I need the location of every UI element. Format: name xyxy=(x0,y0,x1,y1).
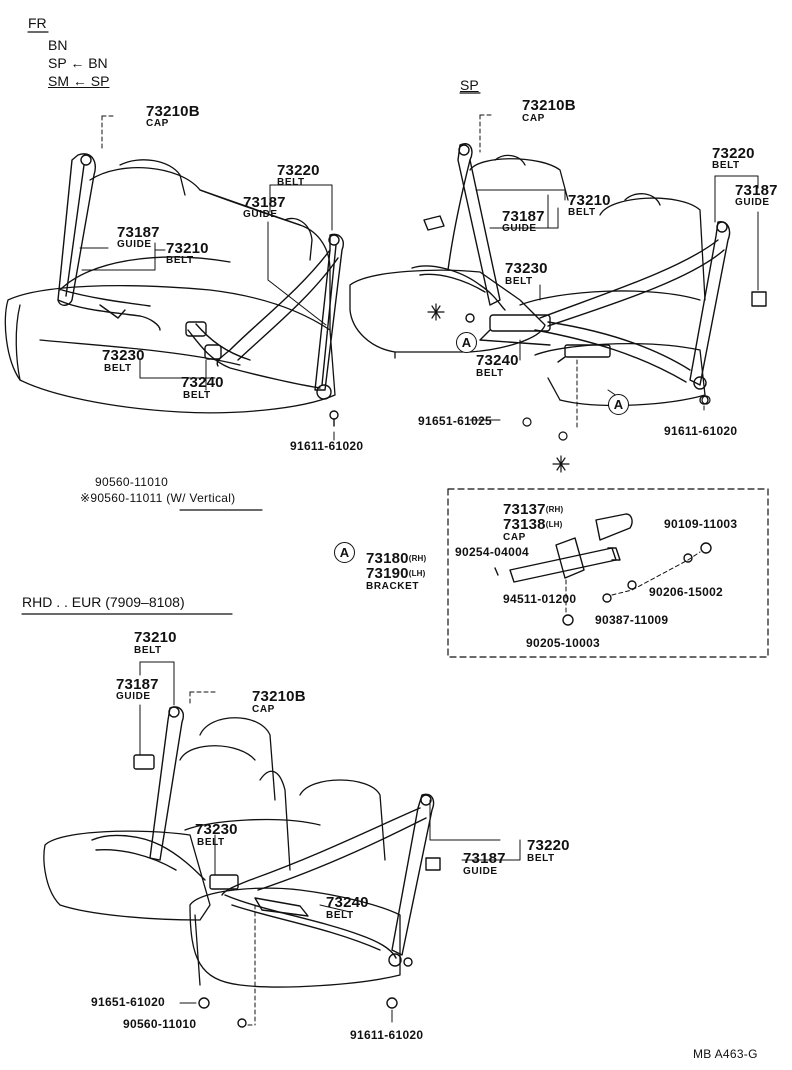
sp-belt-drawing xyxy=(411,143,767,405)
sp-callout-a-right: A xyxy=(608,394,629,415)
fr-belt-drawing xyxy=(57,153,344,427)
rhd-bolt-right-part: 91611-61020 xyxy=(350,1028,424,1042)
fr-guide-left-label: GUIDE xyxy=(117,239,152,250)
sp-header: SP xyxy=(460,77,479,93)
sp-callout-a-left: A xyxy=(456,332,477,353)
rhd-guide-right-label: GUIDE xyxy=(463,866,498,877)
fr-guide-right-label: GUIDE xyxy=(243,209,278,220)
sp-guide-left-part: 73187 xyxy=(502,208,545,225)
header-underlines xyxy=(21,31,481,615)
sp-belt-left-label: BELT xyxy=(568,207,596,218)
sp-belt-center-label: BELT xyxy=(476,368,504,379)
bracket-detail-drawing xyxy=(494,513,712,626)
rhd-belt-drawing xyxy=(91,706,441,1028)
rhd-belt-buckle-label: BELT xyxy=(197,837,225,848)
fr-belt-upper-label: BELT xyxy=(277,177,305,188)
fr-guide-right-part: 73187 xyxy=(243,194,286,211)
legend-line-1: BN xyxy=(48,37,68,53)
legend-line-3: SM ← SP xyxy=(48,73,110,89)
asterisk-markers xyxy=(427,303,711,473)
bracket-rh-part: 73180(RH) xyxy=(366,550,427,567)
legend-title: FR xyxy=(28,15,47,31)
fr-cap-label: CAP xyxy=(146,118,169,129)
rhd-belt-center-part: 73240 xyxy=(326,894,369,911)
rhd-seat-drawing xyxy=(43,717,401,988)
footer-code: MB A463-G xyxy=(693,1047,758,1061)
bracket-cap-rh-suffix: (RH) xyxy=(545,505,564,514)
bracket-rh-suffix: (RH) xyxy=(408,554,427,563)
bracket-lower-part: 90205-10003 xyxy=(526,636,601,650)
sp-belt-center-part: 73240 xyxy=(476,352,519,369)
rhd-guide-left-part: 73187 xyxy=(116,676,159,693)
sp-guide-right-label: GUIDE xyxy=(735,197,770,208)
fr-cap-part: 73210B xyxy=(146,103,200,120)
sp-bolt-right-part: 91611-61020 xyxy=(664,424,738,438)
bracket-cap-lh-suffix: (LH) xyxy=(545,520,563,529)
fr-guide-left-part: 73187 xyxy=(117,224,160,241)
bracket-washer-part: 90206-15002 xyxy=(649,585,724,599)
fr-bolt-part: 91611-61020 xyxy=(290,439,364,453)
rhd-bolt-left-part: 91651-61020 xyxy=(91,995,166,1009)
fr-belt-left-part: 73210 xyxy=(166,240,209,257)
bracket-detail-leaders xyxy=(565,551,701,613)
rhd-header: RHD . . EUR (7909–8108) xyxy=(22,594,185,610)
bracket-callout-a: A xyxy=(334,542,355,563)
sp-belt-left-part: 73210 xyxy=(568,192,611,209)
note-line-2: ※90560-11011 (W/ Vertical) xyxy=(80,491,236,505)
sp-belt-right-part: 73220 xyxy=(712,145,755,162)
sp-leader-lines xyxy=(469,114,759,431)
bracket-cap-label: CAP xyxy=(503,532,526,543)
rhd-cap-label: CAP xyxy=(252,704,275,715)
bracket-label: BRACKET xyxy=(366,581,420,592)
bracket-pin-part: 90254-04004 xyxy=(455,545,530,559)
rhd-leader-lines xyxy=(139,661,521,1026)
sp-cap-part: 73210B xyxy=(522,97,576,114)
fr-belt-buckle-part: 73230 xyxy=(102,347,145,364)
sp-belt-buckle-part: 73230 xyxy=(505,260,548,277)
rhd-belt-left-part: 73210 xyxy=(134,629,177,646)
rhd-belt-right-part: 73220 xyxy=(527,837,570,854)
fr-belt-center-part: 73240 xyxy=(181,374,224,391)
rhd-belt-buckle-part: 73230 xyxy=(195,821,238,838)
fr-belt-upper-part: 73220 xyxy=(277,162,320,179)
bracket-lh-suffix: (LH) xyxy=(408,569,426,578)
fr-leader-lines xyxy=(79,115,335,441)
fr-belt-buckle-label: BELT xyxy=(104,363,132,374)
rhd-belt-left-label: BELT xyxy=(134,645,162,656)
rhd-belt-center-label: BELT xyxy=(326,910,354,921)
rhd-guide-left-label: GUIDE xyxy=(116,691,151,702)
note-line-1: 90560-11010 xyxy=(95,475,169,489)
sp-belt-right-label: BELT xyxy=(712,160,740,171)
bracket-detail-frame xyxy=(447,488,769,658)
sp-guide-right-part: 73187 xyxy=(735,182,778,199)
sp-guide-left-label: GUIDE xyxy=(502,223,537,234)
fr-belt-center-label: BELT xyxy=(183,390,211,401)
rhd-cap-part: 73210B xyxy=(252,688,306,705)
rhd-belt-right-label: BELT xyxy=(527,853,555,864)
sp-cap-label: CAP xyxy=(522,113,545,124)
rhd-note-part: 90560-11010 xyxy=(123,1017,197,1031)
bracket-spacer-part: 90387-11009 xyxy=(595,613,669,627)
fr-seat-drawing xyxy=(4,159,336,414)
bracket-bolt-part: 90109-11003 xyxy=(664,517,738,531)
bracket-lh-part: 73190(LH) xyxy=(366,565,426,582)
sp-belt-buckle-label: BELT xyxy=(505,276,533,287)
bracket-cap-lh-part: 73138(LH) xyxy=(503,516,563,533)
sp-bolt-left-part: 91651-61025 xyxy=(418,414,493,428)
rhd-guide-right-part: 73187 xyxy=(463,850,506,867)
bracket-nut-part: 94511-01200 xyxy=(503,592,577,606)
bracket-cap-rh-part: 73137(RH) xyxy=(503,501,564,518)
fr-belt-left-label: BELT xyxy=(166,255,194,266)
legend-line-2: SP ← BN xyxy=(48,55,108,71)
